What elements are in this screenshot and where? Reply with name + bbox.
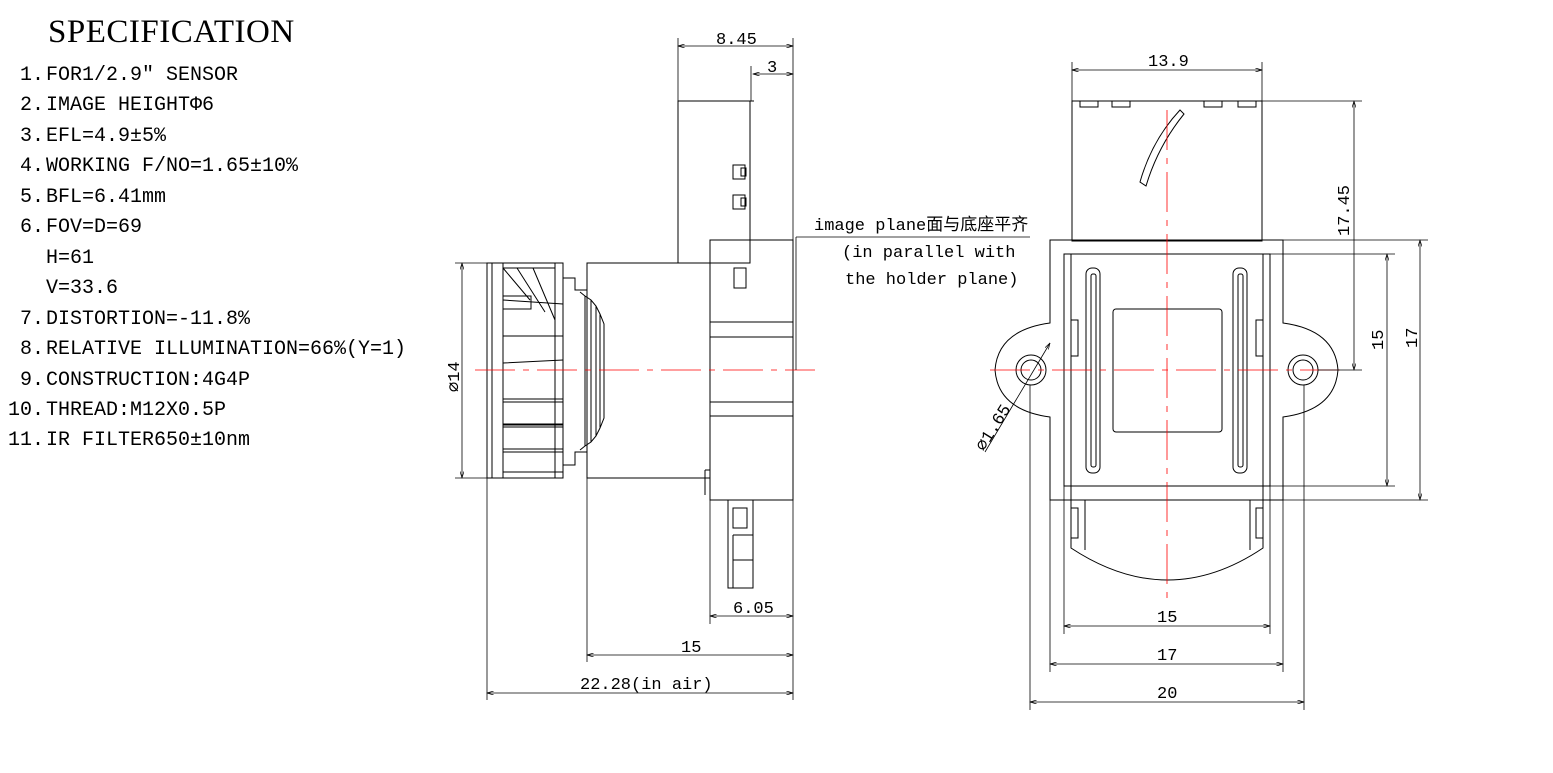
- spec-item: V=33.6: [0, 277, 118, 300]
- spec-item-number: 8.: [19, 338, 44, 361]
- spec-item-text: IMAGE HEIGHTΦ6: [46, 94, 215, 117]
- spec-item-number: 5.: [19, 186, 44, 209]
- dim-width-mid: 17: [1157, 647, 1177, 666]
- spec-item-number: 3.: [19, 125, 44, 148]
- dim-width-total: 20: [1157, 685, 1177, 704]
- spec-item-text: BFL=6.41mm: [46, 186, 167, 209]
- dim-diameter: ⌀14: [446, 361, 465, 392]
- spec-item-number: 7.: [19, 308, 44, 331]
- spec-item-text: V=33.6: [46, 277, 119, 300]
- dim-height-inner: 15: [1370, 330, 1389, 350]
- spec-item-number: 9.: [19, 369, 44, 392]
- sensor-board: [677, 100, 754, 264]
- spec-item: 3.EFL=4.9±5%: [0, 125, 166, 148]
- spec-item: 11.IR FILTER650±10nm: [0, 429, 250, 452]
- lens-thread: [563, 277, 605, 466]
- note-line-3: the holder plane): [845, 271, 1018, 290]
- front-view-centerlines: [990, 110, 1345, 600]
- spec-item-text: IR FILTER650±10nm: [46, 429, 251, 452]
- spec-item: 5.BFL=6.41mm: [0, 186, 166, 209]
- spec-item-text: RELATIVE ILLUMINATION=66%(Y=1): [46, 338, 407, 361]
- spec-item-text: THREAD:M12X0.5P: [46, 399, 227, 422]
- spec-item: 8.RELATIVE ILLUMINATION=66%(Y=1): [0, 338, 406, 361]
- spec-item: 1.FOR1/2.9″ SENSOR: [0, 64, 238, 87]
- dim-bottom-small: 6.05: [733, 600, 774, 619]
- dim-height-outer: 17: [1404, 328, 1423, 348]
- dim-top-total: 8.45: [716, 31, 757, 50]
- image-plane-note: image plane面与底座平齐 (in parallel with the …: [795, 215, 1030, 370]
- front-view-labels: 13.9 17.45 15 17 ⌀1.65 15 17 20: [973, 53, 1423, 704]
- note-line-2: (in parallel with: [842, 244, 1015, 263]
- spec-item: 7.DISTORTION=-11.8%: [0, 308, 250, 331]
- spec-item: H=61: [0, 247, 94, 270]
- spec-item-number: 1.: [19, 64, 44, 87]
- spec-item: 6.FOV=D=69: [0, 216, 142, 239]
- spec-item-text: DISTORTION=-11.8%: [46, 308, 251, 331]
- dim-top-width: 13.9: [1148, 53, 1189, 72]
- dim-bottom-mid: 15: [681, 639, 701, 658]
- side-view-labels: 8.45 3 ⌀14 6.05 15 22.28(in air): [446, 31, 777, 695]
- spec-item-text: FOR1/2.9″ SENSOR: [46, 64, 239, 87]
- front-view: [994, 100, 1339, 581]
- dim-height-upper: 17.45: [1336, 185, 1355, 236]
- lens-barrel: [586, 262, 711, 479]
- bottom-connector: [727, 500, 754, 589]
- spec-item: 4.WORKING F/NO=1.65±10%: [0, 155, 298, 178]
- spec-item-text: WORKING F/NO=1.65±10%: [46, 155, 299, 178]
- spec-item-number: 4.: [19, 155, 44, 178]
- spec-item-number: 11.: [7, 429, 44, 452]
- spec-item-text: FOV=D=69: [46, 216, 143, 239]
- dim-width-inner: 15: [1157, 609, 1177, 628]
- lens-head: [486, 262, 564, 479]
- front-view-dimensions: [984, 62, 1428, 710]
- spec-item-number: 10.: [7, 399, 44, 422]
- spec-item: 10.THREAD:M12X0.5P: [0, 399, 226, 422]
- dim-top-small: 3: [767, 59, 777, 78]
- note-line-1: image plane面与底座平齐: [814, 215, 1028, 236]
- side-view-dimensions: [455, 38, 794, 700]
- side-view: [486, 100, 794, 589]
- spec-item-number: 2.: [19, 94, 44, 117]
- dim-hole-diameter: ⌀1.65: [973, 402, 1016, 455]
- spec-item-text: EFL=4.9±5%: [46, 125, 167, 148]
- spec-item: 2.IMAGE HEIGHTΦ6: [0, 94, 214, 117]
- spec-item-number: 6.: [19, 216, 44, 239]
- spec-item-text: CONSTRUCTION:4G4P: [46, 369, 251, 392]
- spec-item: 9.CONSTRUCTION:4G4P: [0, 369, 250, 392]
- spec-item-text: H=61: [46, 247, 95, 270]
- specification-title: SPECIFICATION: [48, 14, 295, 50]
- lens-skirt-front: [1070, 486, 1264, 581]
- dim-bottom-total: 22.28(in air): [580, 676, 713, 695]
